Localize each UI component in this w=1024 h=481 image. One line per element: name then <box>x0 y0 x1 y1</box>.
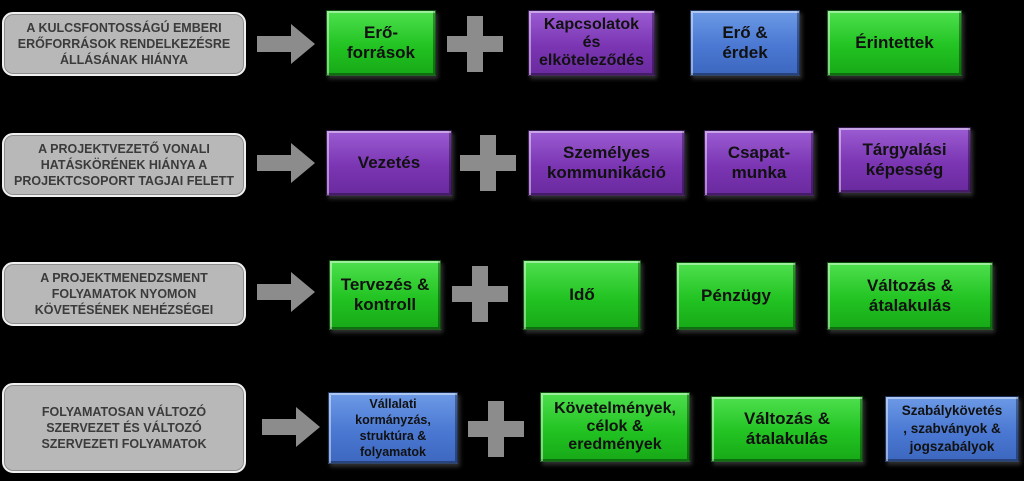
arrow-right-icon <box>257 272 315 312</box>
item-box-1-1: Kapcsolatok és elköteleződés <box>528 10 655 76</box>
problem-box-2: A PROJEKTVEZETŐ VONALI HATÁSKÖRÉNEK HIÁN… <box>2 133 246 197</box>
arrow-right-icon <box>257 143 315 183</box>
plus-icon <box>468 401 524 457</box>
item-box-2-2: Csapat- munka <box>704 130 814 196</box>
item-box-3-1: Idő <box>523 260 641 330</box>
item-box-3-3: Változás & átalakulás <box>827 262 993 330</box>
item-box-2-3: Tárgyalási képesség <box>838 127 971 193</box>
plus-icon <box>452 266 508 322</box>
lead-box-3: Tervezés & kontroll <box>329 260 441 330</box>
plus-icon <box>460 135 516 191</box>
plus-icon <box>447 16 503 72</box>
item-box-4-1: Követelmények, célok & eredmények <box>540 392 690 462</box>
item-box-1-3: Érintettek <box>827 10 962 76</box>
item-box-4-3: Szabálykövetés , szabványok & jogszabály… <box>885 396 1019 462</box>
lead-box-2: Vezetés <box>326 130 452 196</box>
item-box-1-2: Erő & érdek <box>690 10 800 76</box>
item-box-4-2: Változás & átalakulás <box>711 396 863 462</box>
lead-box-4: Vállalati kormányzás, struktúra & folyam… <box>328 392 458 464</box>
problem-box-4: FOLYAMATOSAN VÁLTOZÓ SZERVEZET ÉS VÁLTOZ… <box>2 383 246 473</box>
arrow-right-icon <box>257 24 315 64</box>
item-box-3-2: Pénzügy <box>676 262 796 330</box>
arrow-right-icon <box>262 407 320 447</box>
item-box-2-1: Személyes kommunikáció <box>528 130 685 196</box>
problem-box-1: A KULCSFONTOSSÁGÚ EMBERI ERŐFORRÁSOK REN… <box>2 12 246 76</box>
lead-box-1: Erő- források <box>326 10 436 76</box>
problem-box-3: A PROJEKTMENEDZSMENT FOLYAMATOK NYOMON K… <box>2 262 246 326</box>
